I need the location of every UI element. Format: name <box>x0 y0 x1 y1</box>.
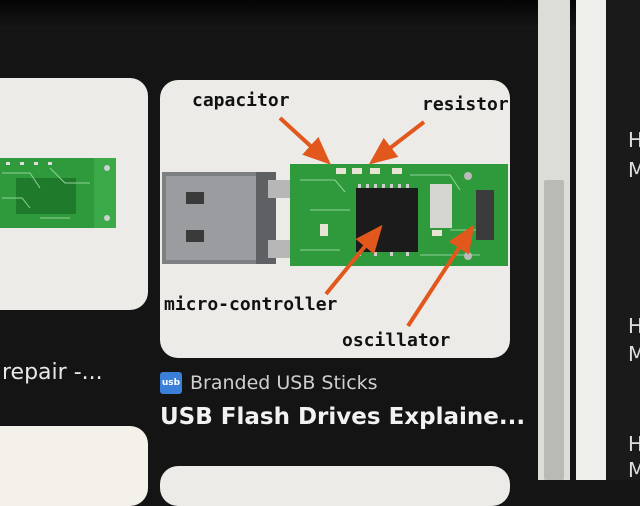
edge-char: H <box>628 314 640 338</box>
resistor-arrow <box>368 120 426 165</box>
micro-controller-chip <box>356 188 418 252</box>
result-source-row[interactable]: usb Branded USB Sticks <box>160 372 378 394</box>
oscillator-arrow <box>406 224 475 328</box>
capacitor-arrow <box>278 116 331 165</box>
edge-char: M <box>628 158 640 182</box>
result-title-main[interactable]: USB Flash Drives Explaine... <box>160 404 526 430</box>
result-thumbnail-bottom-left[interactable] <box>0 426 148 506</box>
oscillator-component <box>430 184 452 228</box>
edge-char: M <box>628 458 640 482</box>
side-panel <box>576 0 606 480</box>
side-panel-dark <box>606 0 640 480</box>
label-micro-controller: micro-controller <box>164 294 338 315</box>
scrollbar-thumb[interactable] <box>544 180 564 480</box>
usb-stick-diagram-image <box>162 116 508 328</box>
result-thumbnail-left[interactable] <box>0 78 148 310</box>
right-edge-text: H M H M H M <box>626 0 640 482</box>
micro-controller-arrow <box>324 224 383 296</box>
label-capacitor: capacitor <box>192 90 290 111</box>
result-thumbnail-bottom-main[interactable] <box>160 466 510 506</box>
label-oscillator: oscillator <box>342 330 451 351</box>
edge-char: H <box>628 128 640 152</box>
edge-char: H <box>628 432 640 456</box>
result-caption-left[interactable]: repair -... <box>2 360 103 385</box>
screen-bezel <box>0 0 640 30</box>
pcb-thumbnail-image <box>0 158 116 228</box>
label-resistor: resistor <box>422 94 509 115</box>
edge-char: M <box>628 342 640 366</box>
result-source-name: Branded USB Sticks <box>190 372 378 394</box>
usb-logo-icon: usb <box>160 372 182 394</box>
result-thumbnail-main[interactable]: capacitor resistor micro-controller osci… <box>160 80 510 358</box>
